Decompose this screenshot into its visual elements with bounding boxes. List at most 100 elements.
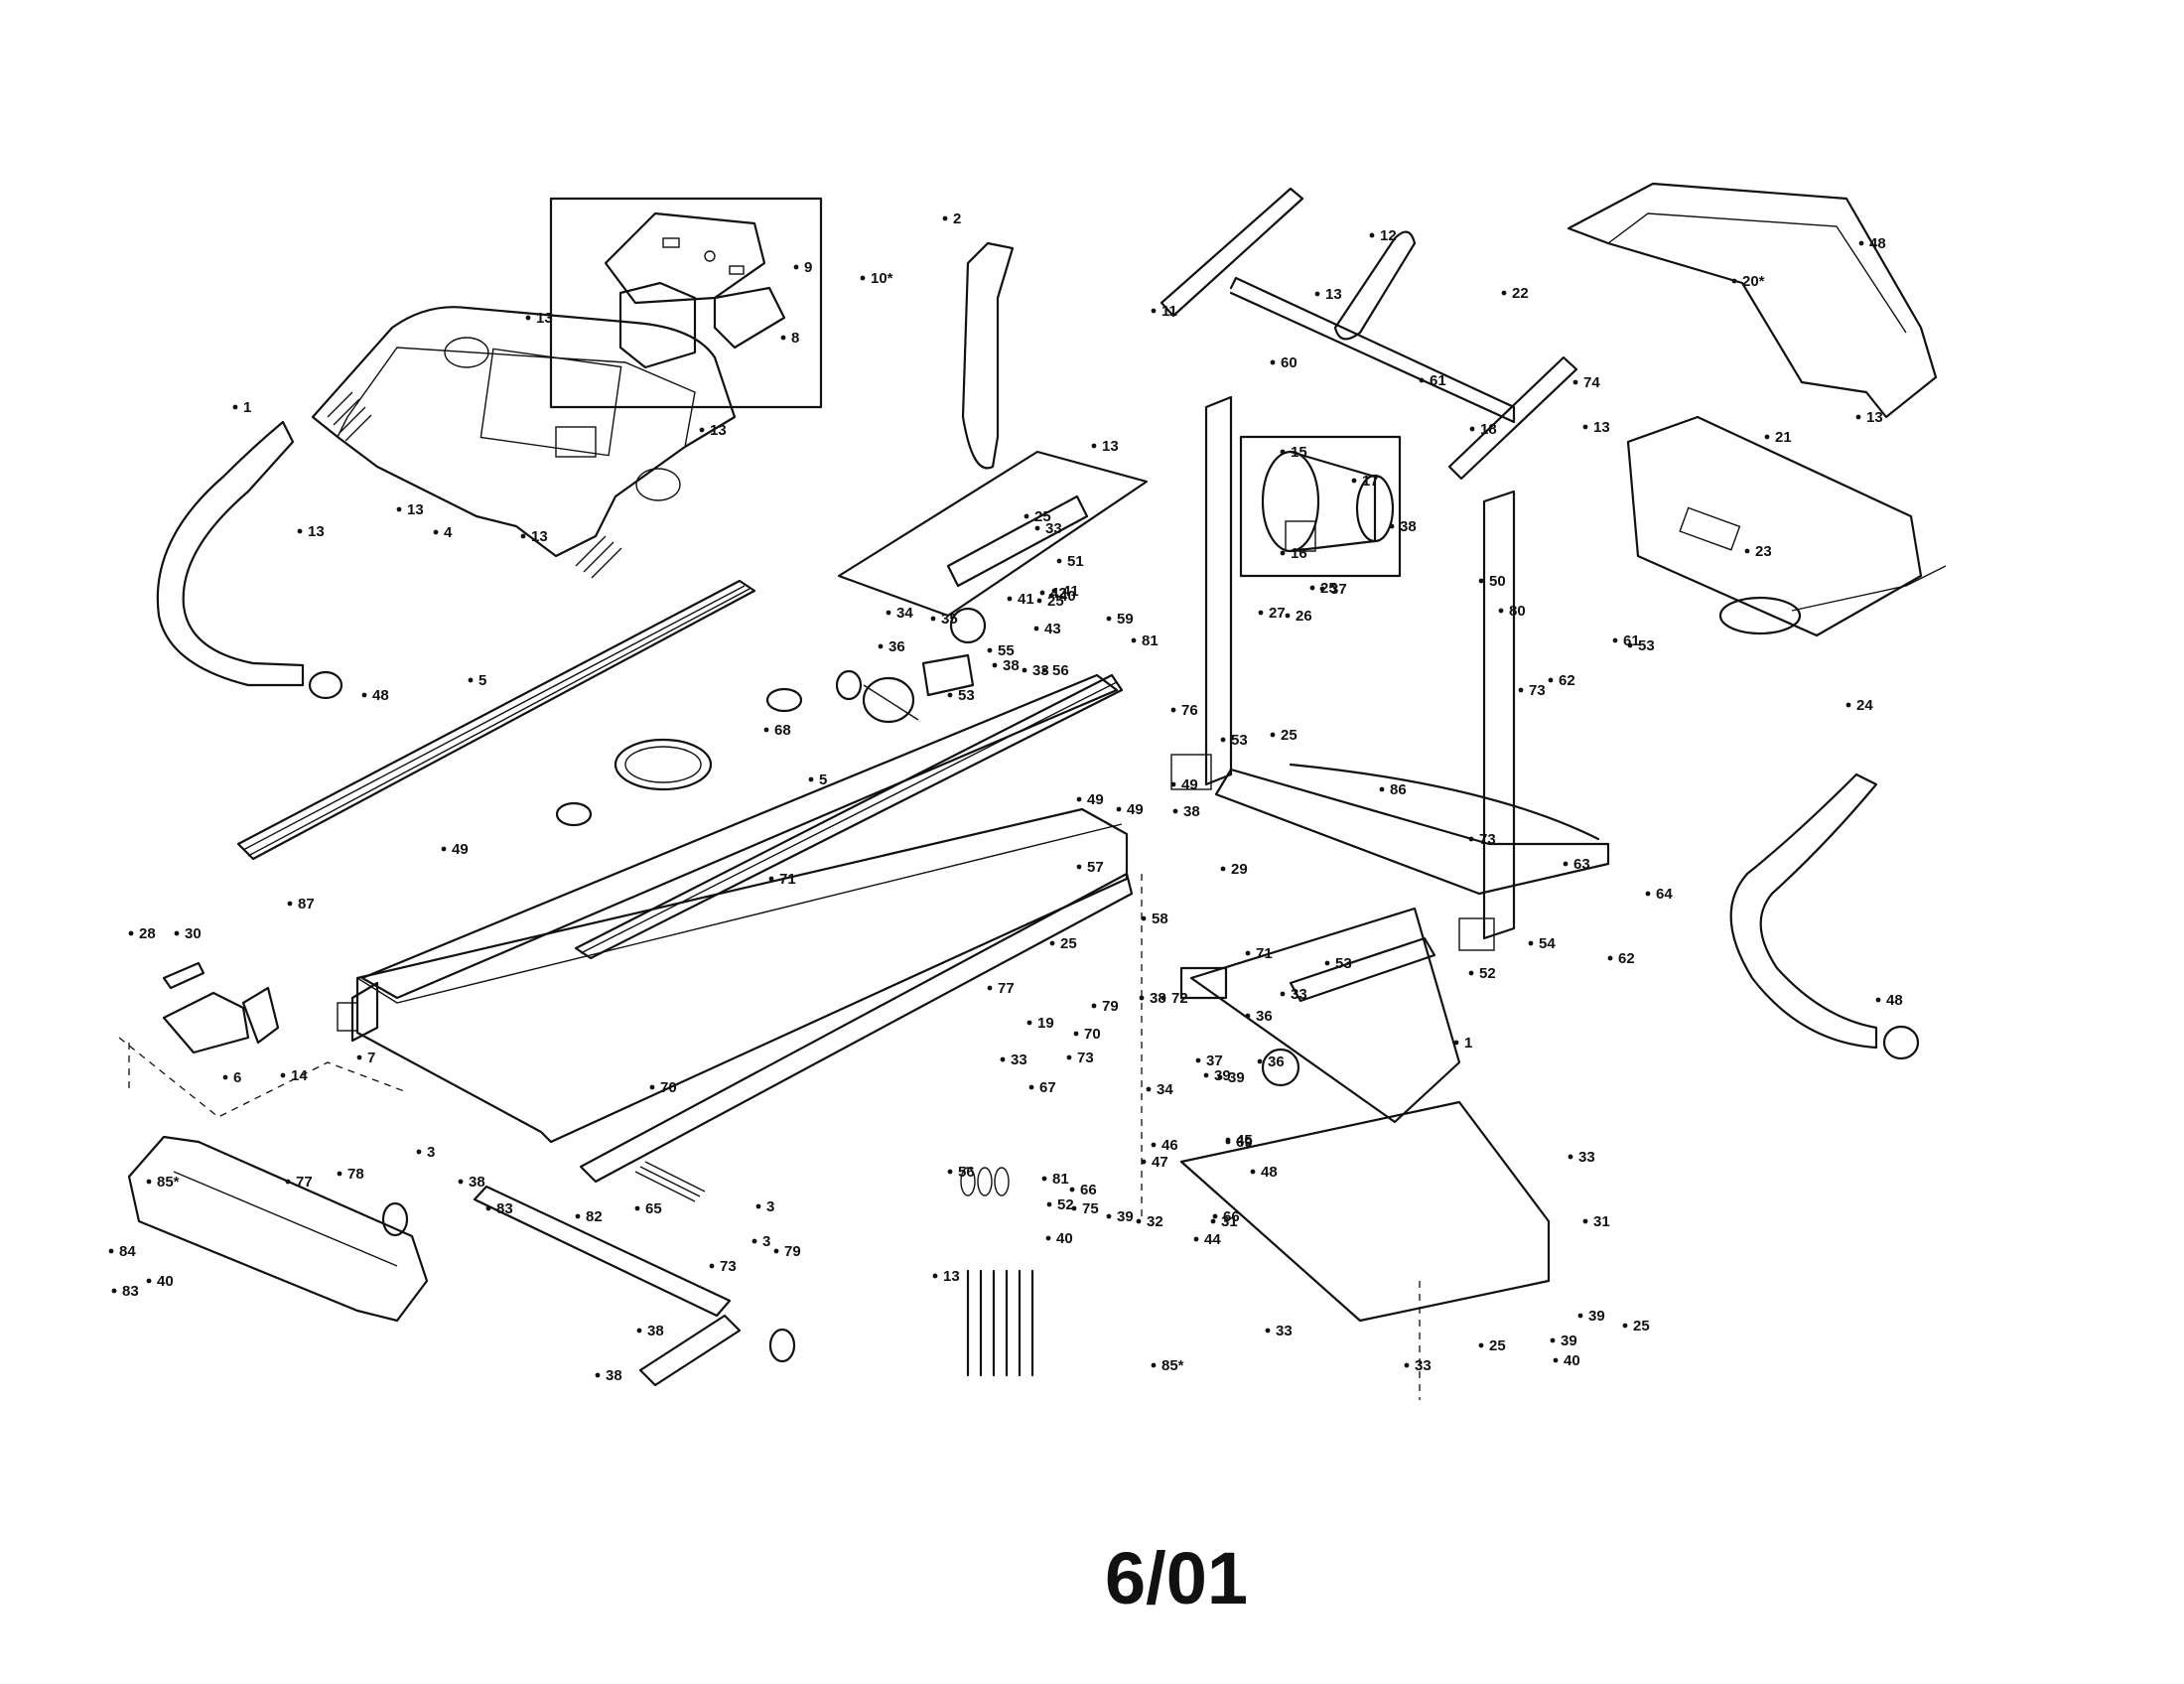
callout-leader-dot <box>485 1205 491 1211</box>
callout-label: 28 <box>139 925 156 942</box>
callout-label: 52 <box>1479 965 1496 982</box>
callout-label: 73 <box>1529 682 1546 699</box>
callout-leader-dot <box>1478 578 1484 584</box>
callout-leader-dot <box>287 901 293 907</box>
callout-label: 82 <box>586 1208 603 1225</box>
callout-leader-dot <box>1170 781 1176 787</box>
callout-leader-dot <box>1046 1201 1052 1207</box>
incline-plate-upper <box>837 450 1149 644</box>
callout-leader-dot <box>1550 1337 1556 1343</box>
callout-leader-dot <box>1501 290 1507 296</box>
callout-label: 13 <box>1102 438 1119 455</box>
callout-leader-dot <box>575 1213 581 1219</box>
callout-leader-dot <box>1518 687 1524 693</box>
callout-leader-dot <box>1028 1084 1034 1090</box>
callout-label: 71 <box>779 871 796 888</box>
callout-label: 61 <box>1430 372 1446 389</box>
callout-leader-dot <box>1141 915 1147 921</box>
callout-leader-dot <box>1151 1362 1157 1368</box>
callout-leader-dot <box>1351 478 1357 484</box>
callout-leader-dot <box>1071 1205 1077 1211</box>
callout-label: 3 <box>766 1198 774 1215</box>
callout-leader-dot <box>232 404 238 410</box>
callout-label: 13 <box>1325 286 1342 303</box>
callout-label: 75 <box>1082 1200 1099 1217</box>
callout-leader-dot <box>886 610 891 616</box>
callout-leader-dot <box>1469 426 1475 432</box>
callout-label: 77 <box>998 980 1015 997</box>
callout-label: 69 <box>1236 1134 1253 1151</box>
callout-label: 14 <box>291 1067 308 1084</box>
callout-label: 37 <box>1206 1052 1223 1069</box>
callout-label: 49 <box>1127 801 1144 818</box>
callout-leader-dot <box>1453 1040 1459 1046</box>
callout-leader-dot <box>458 1179 464 1185</box>
callout-leader-dot <box>1285 613 1291 619</box>
callout-label: 12 <box>1380 227 1397 244</box>
callout-label: 79 <box>1102 998 1119 1015</box>
callout-leader-dot <box>878 643 884 649</box>
callout-label: 65 <box>645 1200 662 1217</box>
callout-label: 38 <box>1003 657 1020 674</box>
callout-label: 73 <box>720 1258 737 1275</box>
callout-label: 59 <box>1117 611 1134 628</box>
callout-leader-dot <box>1419 377 1425 383</box>
callout-label: 7 <box>367 1050 375 1066</box>
callout-label: 5 <box>478 672 486 689</box>
callout-leader-dot <box>755 1203 761 1209</box>
electronics-inset <box>549 197 823 409</box>
callout-leader-dot <box>1076 796 1082 802</box>
callout-label: 17 <box>1362 473 1379 490</box>
callout-label: 25 <box>1633 1318 1650 1334</box>
callout-label: 53 <box>1638 637 1655 654</box>
callout-label: 39 <box>1228 1069 1245 1086</box>
callout-label: 85* <box>1161 1357 1184 1374</box>
callout-label: 70 <box>660 1079 677 1096</box>
callout-leader-dot <box>468 677 474 683</box>
callout-label: 40 <box>157 1273 174 1290</box>
callout-label: 74 <box>1583 374 1600 391</box>
callout-label: 23 <box>1755 543 1772 560</box>
callout-leader-dot <box>1034 525 1040 531</box>
callout-leader-dot <box>1498 608 1504 614</box>
date-stamp: 6/01 <box>1105 1537 1248 1619</box>
callout-label: 38 <box>1150 990 1166 1007</box>
callout-leader-dot <box>1041 1176 1047 1182</box>
callout-leader-dot <box>1319 586 1325 592</box>
callout-leader-dot <box>992 662 998 668</box>
callout-leader-dot <box>1091 1003 1097 1009</box>
callout-label: 64 <box>1656 886 1673 903</box>
callout-label: 61 <box>1623 632 1640 649</box>
callout-label: 53 <box>1335 955 1352 972</box>
callout-label: 22 <box>1512 285 1529 302</box>
callout-label: 13 <box>710 422 727 439</box>
rear-roller <box>381 1185 796 1387</box>
callout-leader-dot <box>1139 995 1145 1001</box>
callout-leader-dot <box>1041 667 1047 673</box>
callout-label: 1 <box>243 399 251 416</box>
callout-label: 10* <box>871 270 893 287</box>
callout-label: 42 <box>1050 585 1067 602</box>
callout-label: 40 <box>1564 1352 1580 1369</box>
callout-label: 41 <box>1062 583 1079 600</box>
base-plate <box>1179 1100 1551 1323</box>
callout-leader-dot <box>356 1054 362 1060</box>
callout-leader-dot <box>128 930 134 936</box>
callout-label: 29 <box>1231 861 1248 878</box>
callout-leader-dot <box>1582 1218 1588 1224</box>
callout-leader-dot <box>1141 1159 1147 1165</box>
callout-label: 33 <box>1415 1357 1432 1374</box>
callout-leader-dot <box>1069 1187 1075 1193</box>
left-handrail <box>156 420 305 687</box>
callout-leader-dot <box>595 1372 601 1378</box>
callout-leader-dot <box>1245 1013 1251 1019</box>
callout-label: 5 <box>819 772 827 788</box>
callout-label: 57 <box>1087 859 1104 876</box>
callout-leader-dot <box>1026 1020 1032 1026</box>
callout-label: 66 <box>1080 1182 1097 1198</box>
callout-leader-dot <box>361 692 367 698</box>
callout-label: 55 <box>998 642 1015 659</box>
callout-leader-dot <box>1257 1058 1263 1064</box>
callout-label: 71 <box>1256 945 1273 962</box>
